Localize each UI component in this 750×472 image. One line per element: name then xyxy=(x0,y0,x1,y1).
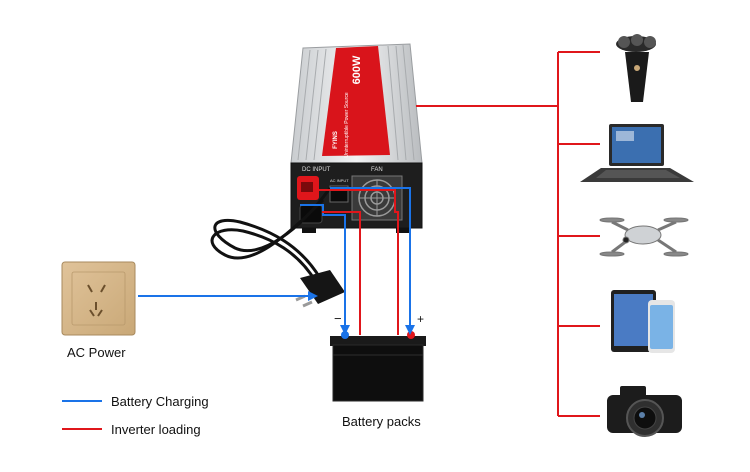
inverter-fan-label: FAN xyxy=(371,167,383,173)
tablet-phone-icon xyxy=(611,290,675,353)
shaver-icon xyxy=(616,34,656,102)
battery-minus-label: − xyxy=(334,311,342,326)
charging-lines xyxy=(138,187,415,335)
battery-illustration xyxy=(330,331,426,402)
fan-icon xyxy=(351,175,403,221)
laptop-icon xyxy=(580,124,694,182)
legend-loading-label: Inverter loading xyxy=(111,422,201,437)
loading-lines xyxy=(319,51,600,417)
wall-socket-illustration xyxy=(61,261,136,336)
plug-illustration xyxy=(295,270,345,308)
legend-charging-swatch xyxy=(62,400,102,402)
legend-charging-label: Battery Charging xyxy=(111,394,209,409)
inverter-ac-input-label: AC INPUT xyxy=(330,178,349,183)
inverter-brand: FYINS xyxy=(333,131,339,149)
inverter-dc-input-label: DC INPUT xyxy=(302,167,331,173)
inverter-product-name: Uninterruptible Power Source xyxy=(344,92,350,158)
drone-icon xyxy=(599,217,689,257)
battery-packs-label: Battery packs xyxy=(342,414,421,429)
legend-loading-swatch xyxy=(62,428,102,430)
power-cord-illustration xyxy=(210,187,332,283)
ac-power-label: AC Power xyxy=(67,345,126,360)
battery-plus-label: + xyxy=(417,312,424,326)
inverter-power-label: 600W xyxy=(351,55,363,84)
camera-icon xyxy=(607,386,682,437)
